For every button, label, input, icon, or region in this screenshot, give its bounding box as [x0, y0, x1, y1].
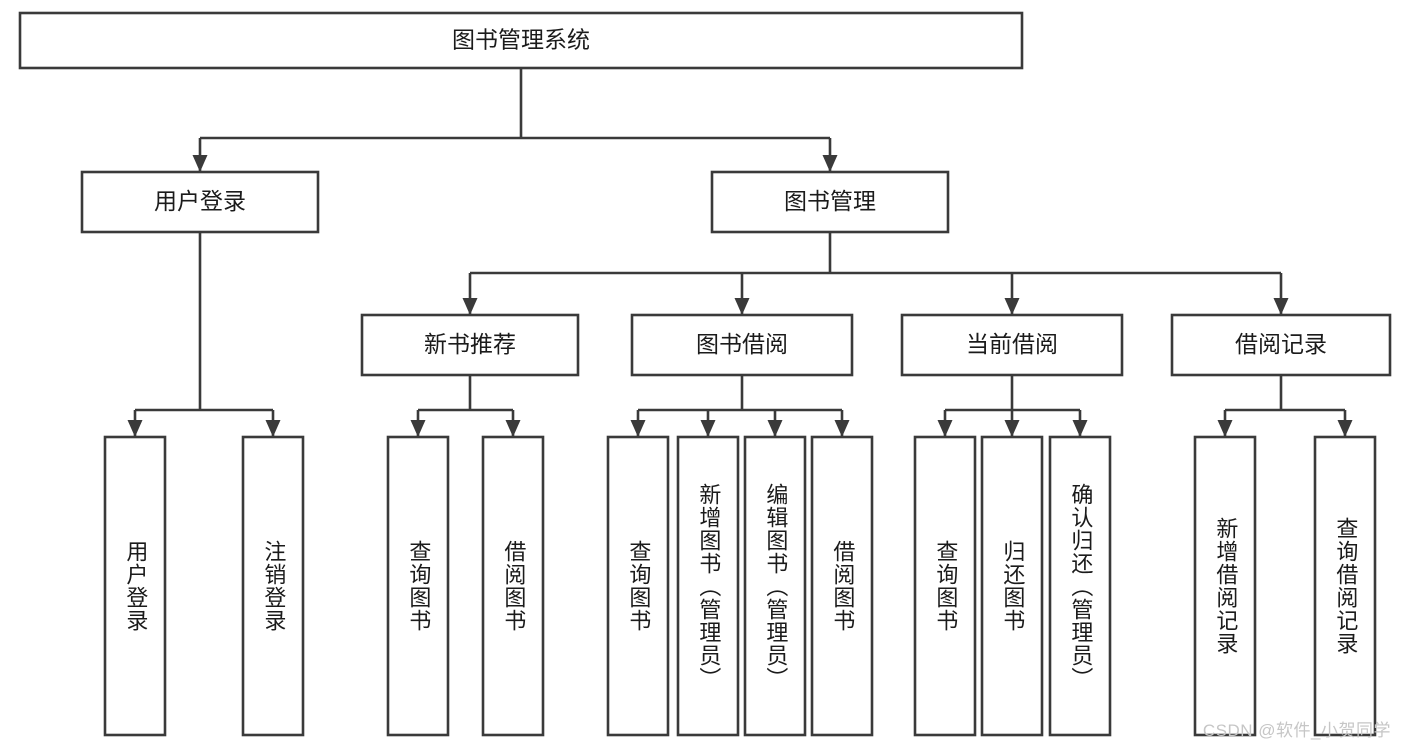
arrow-head: [767, 420, 783, 437]
node-leaf-query-book-1[interactable]: [386, 435, 450, 737]
node-new-book-recommend-label: 新书推荐: [424, 331, 516, 357]
node-borrow-record[interactable]: [1170, 313, 1392, 377]
node-book-borrow-label: 图书借阅: [696, 331, 788, 357]
node-box-layer: [18, 11, 1392, 737]
node-root[interactable]: [18, 11, 1024, 70]
node-leaf-confirm-return[interactable]: [1048, 435, 1112, 737]
arrow-head: [127, 420, 143, 437]
node-root-label: 图书管理系统: [452, 27, 590, 53]
arrow-head: [937, 420, 953, 437]
node-book-borrow[interactable]: [630, 313, 854, 377]
node-leaf-return-book[interactable]: [980, 435, 1044, 737]
node-leaf-edit-book[interactable]: [743, 435, 807, 737]
node-book-manage[interactable]: [710, 170, 950, 234]
arrow-head: [1273, 298, 1289, 315]
arrow-head: [822, 155, 838, 172]
node-leaf-borrow-book-2[interactable]: [810, 435, 874, 737]
arrow-head: [1004, 298, 1020, 315]
arrow-head: [505, 420, 521, 437]
arrow-head: [1004, 420, 1020, 437]
arrow-head: [265, 420, 281, 437]
node-leaf-borrow-book-1[interactable]: [481, 435, 545, 737]
arrow-head: [630, 420, 646, 437]
arrow-head: [410, 420, 426, 437]
node-leaf-query-book-3[interactable]: [913, 435, 977, 737]
arrow-head: [462, 298, 478, 315]
node-new-book-recommend[interactable]: [360, 313, 580, 377]
node-leaf-add-book[interactable]: [676, 435, 740, 737]
node-user-login[interactable]: [80, 170, 320, 234]
node-leaf-add-record[interactable]: [1193, 435, 1257, 737]
node-leaf-query-record[interactable]: [1313, 435, 1377, 737]
arrow-head: [1217, 420, 1233, 437]
watermark-text: CSDN @软件_小贺同学: [1202, 721, 1391, 740]
arrow-head: [1072, 420, 1088, 437]
node-leaf-user-login[interactable]: [103, 435, 167, 737]
node-current-borrow-label: 当前借阅: [966, 331, 1058, 357]
node-book-manage-label: 图书管理: [784, 188, 876, 214]
connector-layer: [127, 68, 1353, 437]
arrow-head: [700, 420, 716, 437]
node-borrow-record-label: 借阅记录: [1235, 331, 1327, 357]
arrow-head: [834, 420, 850, 437]
node-leaf-logout[interactable]: [241, 435, 305, 737]
node-current-borrow[interactable]: [900, 313, 1124, 377]
arrow-head: [734, 298, 750, 315]
arrow-head: [192, 155, 208, 172]
node-user-login-label: 用户登录: [154, 188, 246, 214]
node-leaf-query-book-2[interactable]: [606, 435, 670, 737]
arrow-head: [1337, 420, 1353, 437]
